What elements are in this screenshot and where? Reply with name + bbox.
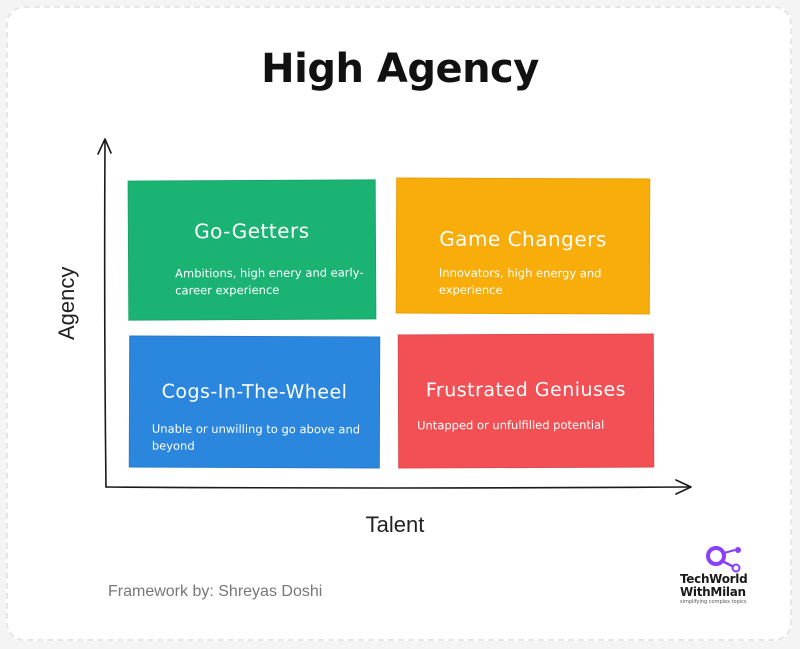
quadrant-go-getters: Go-Getters Ambitions, high enery and ear… (127, 179, 377, 321)
y-axis-arrowhead (97, 138, 112, 155)
x-axis-line (105, 486, 691, 489)
quadrant-description: Untapped or unfulfilled potential (417, 417, 605, 433)
x-axis-arrowhead (675, 479, 692, 495)
quadrant-game-changers: Game Changers Innovators, high energy an… (395, 177, 651, 315)
diagram-title: High Agency (261, 46, 539, 92)
quadrant-cogs-in-the-wheel: Cogs-In-The-Wheel Unable or unwilling to… (128, 335, 381, 469)
logo-tagline: simplifying complex topics (680, 599, 747, 605)
quadrant-title: Frustrated Geniuses (425, 378, 627, 402)
quadrant-description: Unable or unwilling to go above and beyo… (151, 421, 361, 453)
logo-text-line1: TechWorld (680, 572, 748, 586)
quadrant-description: Innovators, high energy and experience (438, 265, 602, 297)
x-axis-label: Talent (365, 512, 425, 537)
logo-text-line2: WithMilan (680, 585, 746, 599)
molecule-icon (706, 546, 741, 573)
quadrant-frustrated-geniuses: Frustrated Geniuses Untapped or unfulfil… (397, 333, 655, 469)
framework-credit: Framework by: Shreyas Doshi (108, 583, 323, 600)
quadrant-title: Go-Getters (194, 218, 310, 244)
y-axis-label: Agency (54, 266, 79, 340)
quadrant-title: Cogs-In-The-Wheel (161, 380, 348, 404)
diagram-card (6, 6, 792, 641)
quadrant-title: Game Changers (439, 226, 607, 252)
logo: TechWorld WithMilan simplifying complex … (676, 545, 776, 605)
quadrant-description: Ambitions, high enery and early-career e… (175, 265, 364, 298)
y-axis-line (103, 139, 107, 488)
